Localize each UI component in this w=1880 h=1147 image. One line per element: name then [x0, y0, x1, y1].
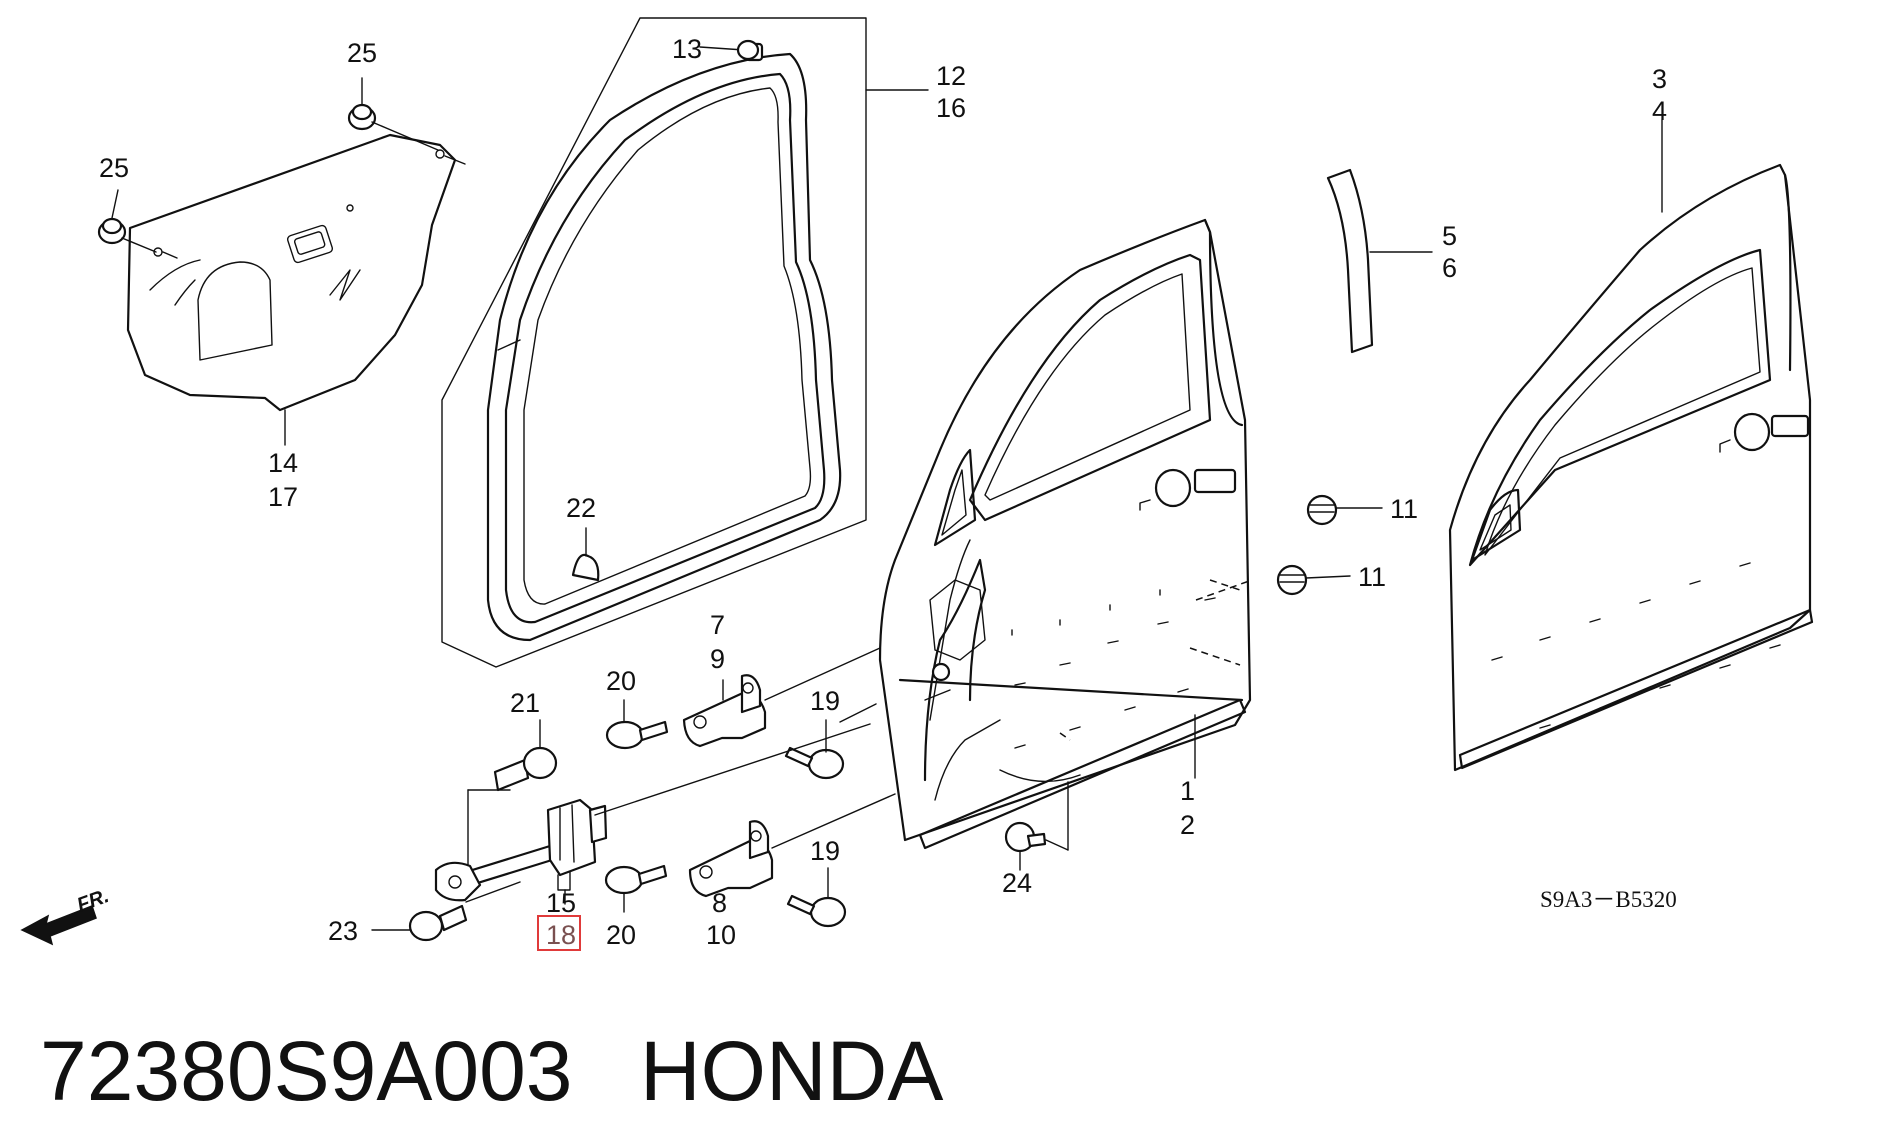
callout-20: 20 [606, 920, 636, 950]
door-stopper-lower [1276, 564, 1351, 596]
callout-10: 10 [706, 920, 736, 950]
door-trim-panel [126, 133, 466, 412]
callout-17: 17 [268, 482, 298, 512]
front-direction-label: FR. [74, 885, 112, 917]
upper-hinge [682, 647, 881, 748]
door-stopper-upper [1306, 494, 1383, 526]
callout-8: 8 [712, 888, 727, 918]
bolt-20-lower [604, 864, 668, 913]
weatherstrip-group [441, 17, 867, 668]
bolt-19-lower [786, 867, 847, 928]
callout-3: 3 [1652, 64, 1667, 94]
lower-hinge [688, 793, 896, 898]
callout-11: 11 [1358, 562, 1386, 592]
callout-19: 19 [810, 836, 840, 866]
callout-9: 9 [710, 644, 725, 674]
diagram-code: S9A3－B5320 [1540, 887, 1677, 912]
highlight-box [537, 915, 581, 951]
bolt-19-upper [784, 703, 877, 780]
bolt-24 [1004, 781, 1069, 871]
clip-13 [736, 39, 760, 61]
clip-25-upper [347, 77, 439, 151]
callout-22: 22 [566, 493, 596, 523]
door-frame-internal [924, 579, 986, 701]
door-checker [434, 723, 871, 905]
front-direction-arrow: FR. [20, 885, 112, 946]
sash-garnish [1326, 168, 1433, 354]
callout-24: 24 [1002, 868, 1032, 898]
callout-14: 14 [268, 448, 298, 478]
callout-11: 11 [1390, 494, 1418, 524]
callout-21: 21 [510, 688, 540, 718]
callout-7: 7 [710, 610, 725, 640]
callout-5: 5 [1442, 221, 1457, 251]
callout-18-highlighted: 18 [546, 920, 576, 950]
callout-16: 16 [936, 93, 966, 123]
callout-19: 19 [810, 686, 840, 716]
callout-4: 4 [1652, 96, 1667, 126]
callout-23: 23 [328, 916, 358, 946]
front-door-outer [1448, 163, 1814, 772]
front-door-inner [878, 218, 1252, 850]
callout-2: 2 [1180, 810, 1195, 840]
callout-13: 13 [672, 34, 702, 64]
callout-25: 25 [347, 38, 377, 68]
clip-25-left [97, 189, 157, 253]
brand-name: HONDA [640, 1024, 943, 1118]
part-number: 72380S9A003 [40, 1024, 573, 1118]
bolt-23 [371, 904, 468, 942]
callout-25: 25 [99, 153, 129, 183]
callout-15: 15 [546, 888, 576, 918]
clip-22 [571, 527, 600, 582]
callout-labels: 25 25 13 12 16 3 4 5 6 14 17 22 11 11 7 … [99, 34, 1667, 951]
callout-12: 12 [936, 61, 966, 91]
callout-1: 1 [1180, 776, 1195, 806]
callout-6: 6 [1442, 253, 1457, 283]
bolt-21 [493, 719, 558, 792]
callout-20: 20 [606, 666, 636, 696]
bolt-20-upper [605, 699, 669, 750]
